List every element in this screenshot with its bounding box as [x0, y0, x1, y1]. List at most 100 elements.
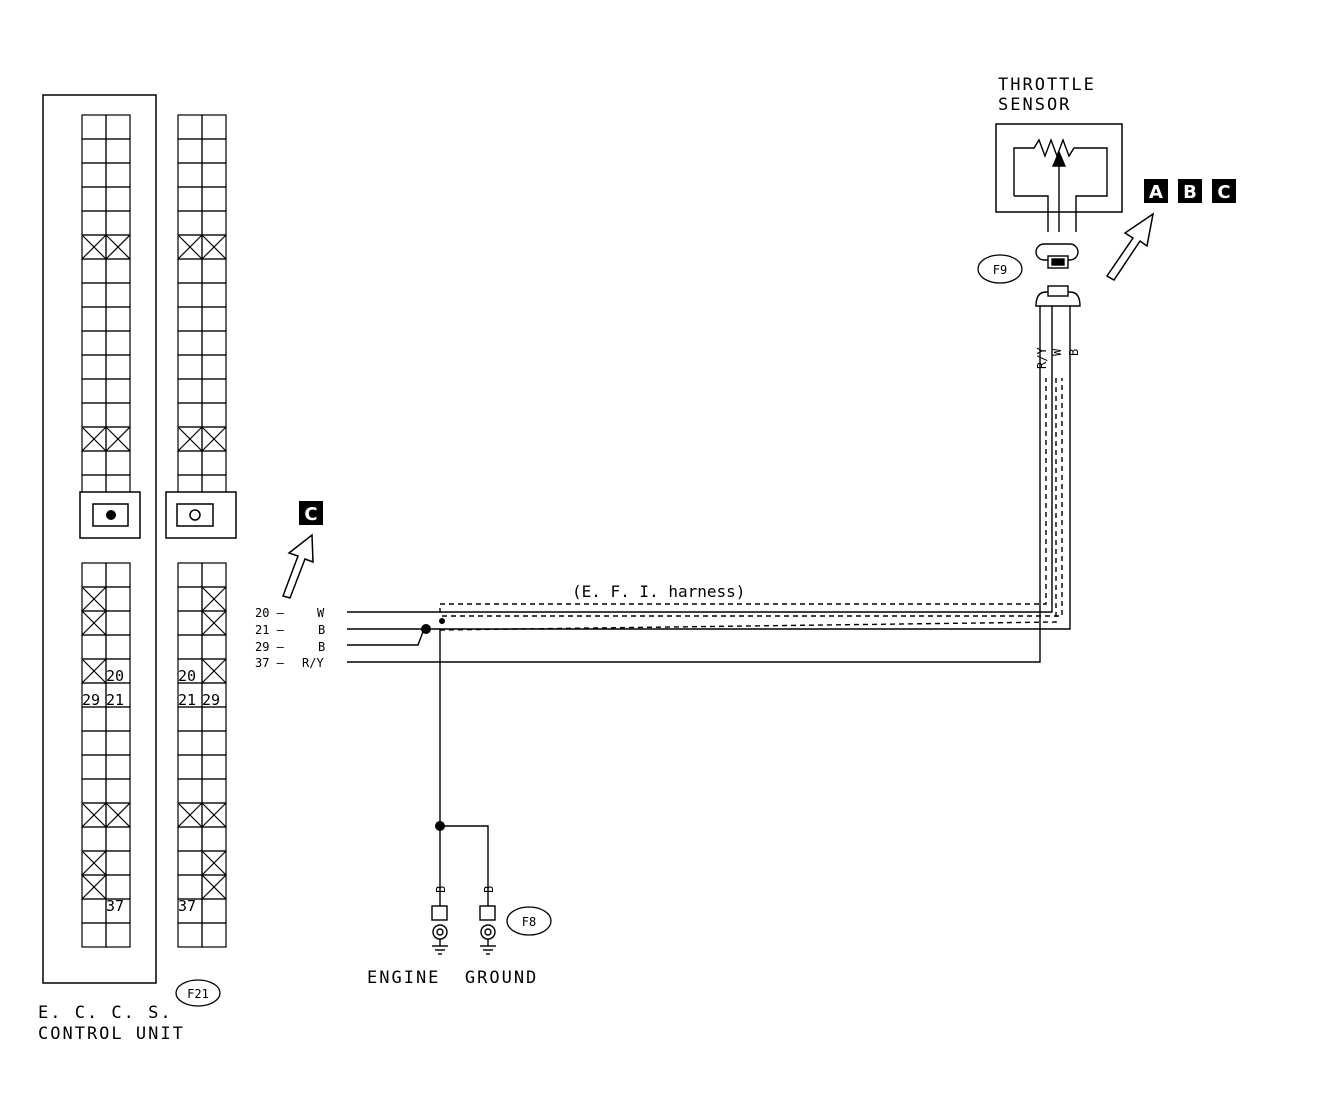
connector-cavity [81, 282, 107, 308]
connector-cavity [105, 730, 131, 756]
cavity-blocked-mark [105, 234, 131, 260]
arrow-to-abc-icon [1105, 212, 1155, 281]
wire-color-20: W [317, 606, 325, 620]
cavity-blocked-mark [201, 586, 227, 612]
ecu-pin-29: 29 [82, 691, 100, 709]
connector-cavity [105, 562, 131, 588]
connector-cavity [201, 562, 227, 588]
connector-cavity [201, 186, 227, 212]
connector-cavity [177, 610, 203, 636]
connector-cavity [201, 778, 227, 804]
connector-cavity [201, 402, 227, 428]
connector-cavity [201, 450, 227, 476]
ecu-pin-20: 20 [106, 667, 124, 685]
ground-wire-color-2: B [482, 886, 496, 893]
connector-cavity [177, 378, 203, 404]
connector-cavity [105, 402, 131, 428]
connector-cavity [105, 162, 131, 188]
connector-f8-tag [506, 906, 552, 936]
connector-cavity [105, 186, 131, 212]
wires [347, 318, 1071, 906]
svg-text:29 —: 29 — [255, 640, 285, 654]
connector-cavity [201, 138, 227, 164]
connector-cavity [201, 378, 227, 404]
connector-cavity [81, 826, 107, 852]
connector-f21-tag [175, 979, 221, 1007]
harness-pin-21: 21 [178, 691, 196, 709]
connector-cavity [105, 754, 131, 780]
connector-cavity [81, 138, 107, 164]
connector-cavity [201, 210, 227, 236]
connector-cavity [81, 210, 107, 236]
harness-pin-37: 37 [178, 897, 196, 915]
connector-cavity [201, 306, 227, 332]
splice-efi [439, 618, 445, 624]
connector-cavity [105, 778, 131, 804]
connector-cavity [81, 754, 107, 780]
engine-ground-icon [431, 905, 496, 955]
connector-cavity [177, 730, 203, 756]
sensor-wire-color-w: W [1050, 348, 1064, 356]
connector-cavity [105, 258, 131, 284]
ecu-label-line2: CONTROL UNIT [38, 1024, 185, 1044]
throttle-sensor-label-2: SENSOR [998, 95, 1071, 115]
connector-f9-label: F9 [993, 263, 1007, 277]
terminal-labels: 20 — W 21 — B 29 — B 37 — R/Y [255, 606, 325, 670]
wire-color-37: R/Y [302, 656, 324, 670]
connector-cavity [201, 634, 227, 660]
connector-cavity [201, 330, 227, 356]
connector-cavity [105, 282, 131, 308]
cavity-blocked-mark [177, 234, 203, 260]
connector-cavity [81, 730, 107, 756]
connector-cavity [177, 162, 203, 188]
connector-cavity [81, 706, 107, 732]
connector-cavity [105, 634, 131, 660]
connector-cavity [105, 706, 131, 732]
connector-cavity [177, 330, 203, 356]
cavity-blocked-mark [177, 802, 203, 828]
connector-cavity [177, 754, 203, 780]
connector-cavity [177, 922, 203, 948]
connector-cavity [105, 378, 131, 404]
arrow-to-c-icon [282, 533, 314, 599]
connector-cavity [177, 586, 203, 612]
cavity-blocked-mark [81, 610, 107, 636]
connector-cavity [105, 874, 131, 900]
connector-cavity [177, 354, 203, 380]
connector-f9-tag [977, 254, 1023, 284]
efi-harness-label: (E. F. I. harness) [572, 582, 745, 601]
splice-21-29 [421, 624, 431, 634]
svg-text:A: A [1149, 182, 1163, 203]
badge-c-harness: C [299, 501, 323, 525]
cavity-blocked-mark [201, 802, 227, 828]
cavity-blocked-mark [201, 610, 227, 636]
potentiometer-icon [1013, 138, 1108, 232]
cavity-blocked-mark [81, 234, 107, 260]
svg-text:C: C [1217, 182, 1230, 203]
connector-cavity [81, 634, 107, 660]
connector-cavity [81, 258, 107, 284]
connector-cavity [105, 210, 131, 236]
connector-cavity [177, 258, 203, 284]
connector-cavity [81, 402, 107, 428]
connector-cavity [177, 210, 203, 236]
ecu-pin-37: 37 [106, 897, 124, 915]
svg-text:37 —: 37 — [255, 656, 285, 670]
cavity-blocked-mark [81, 850, 107, 876]
connector-cavity [105, 354, 131, 380]
connector-cavity [177, 706, 203, 732]
connector-cavity [81, 562, 107, 588]
sensor-connector-f9 [1035, 243, 1081, 318]
connector-cavity [81, 330, 107, 356]
harness-connector-lock [165, 491, 237, 539]
cavity-blocked-mark [105, 426, 131, 452]
connector-cavity [105, 610, 131, 636]
sensor-wire-color-b: B [1067, 349, 1081, 356]
connector-cavity [177, 402, 203, 428]
connector-cavity [105, 586, 131, 612]
cavity-blocked-mark [201, 850, 227, 876]
ground-wire-color-1: B [434, 886, 448, 893]
svg-text:20 —: 20 — [255, 606, 285, 620]
connector-f21-label: F21 [187, 987, 209, 1001]
